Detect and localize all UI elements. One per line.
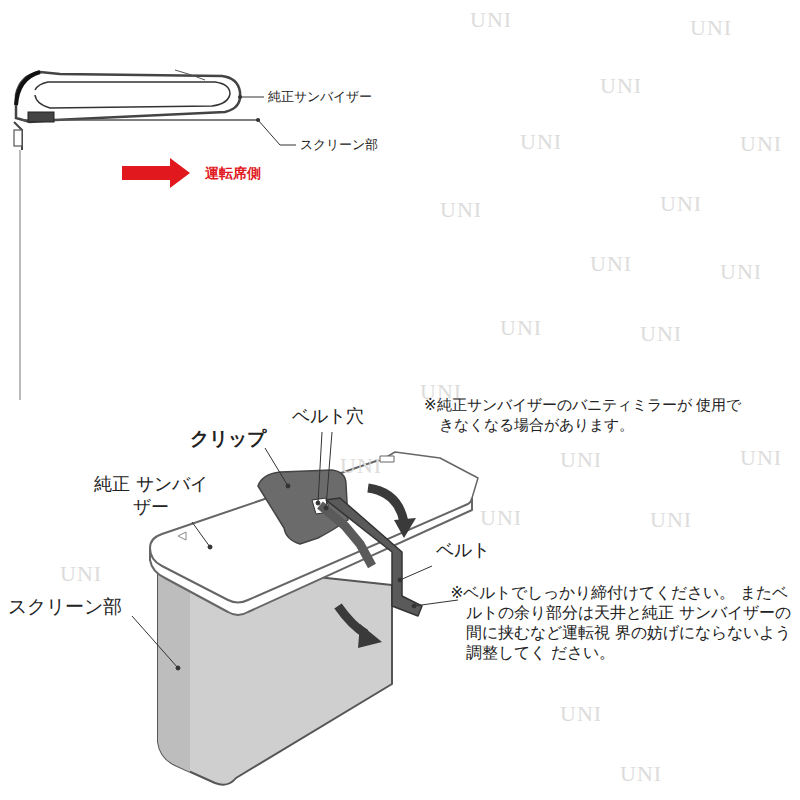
watermark: UNI [560, 700, 602, 729]
watermark: UNI [660, 190, 702, 219]
watermark: UNI [560, 446, 602, 475]
watermark: UNI [740, 130, 782, 159]
side-view [14, 70, 296, 400]
watermark: UNI [470, 6, 512, 35]
watermark: UNI [620, 760, 662, 789]
part-name: 純正 サンバイザー [92, 472, 210, 519]
watermark: UNI [500, 314, 542, 343]
part-name: スクリーン部 [300, 137, 378, 154]
part-name: ベルト穴 [292, 404, 364, 427]
watermark: UNI [740, 444, 782, 473]
watermark: UNI [720, 258, 762, 287]
watermark: UNI [690, 14, 732, 43]
direction-arrow [122, 158, 190, 188]
note-text: ※ベルトでしっかり締付けてください。 またベルトの余り部分は天井と純正 サンバイ… [451, 583, 797, 664]
watermark: UNI [480, 504, 522, 533]
perspective-view [150, 452, 478, 785]
part-name: クリップ [190, 426, 266, 451]
watermark: UNI [340, 452, 382, 481]
watermark: UNI [640, 320, 682, 349]
watermark: UNI [520, 128, 562, 157]
watermark: UNI [440, 196, 482, 225]
note-text: ※純正サンバイザーのバニティミラーが 使用できなくなる場合があります。 [424, 396, 749, 435]
part-name: 純正サンバイザー [268, 89, 372, 106]
part-name: スクリーン部 [8, 594, 122, 619]
watermark: UNI [60, 560, 102, 589]
watermark: UNI [600, 72, 642, 101]
leader-lines [132, 432, 458, 670]
watermark: UNI [650, 506, 692, 535]
part-name: ベルト [436, 538, 490, 561]
direction-label: 運転席側 [205, 164, 261, 182]
watermark: UNI [590, 250, 632, 279]
